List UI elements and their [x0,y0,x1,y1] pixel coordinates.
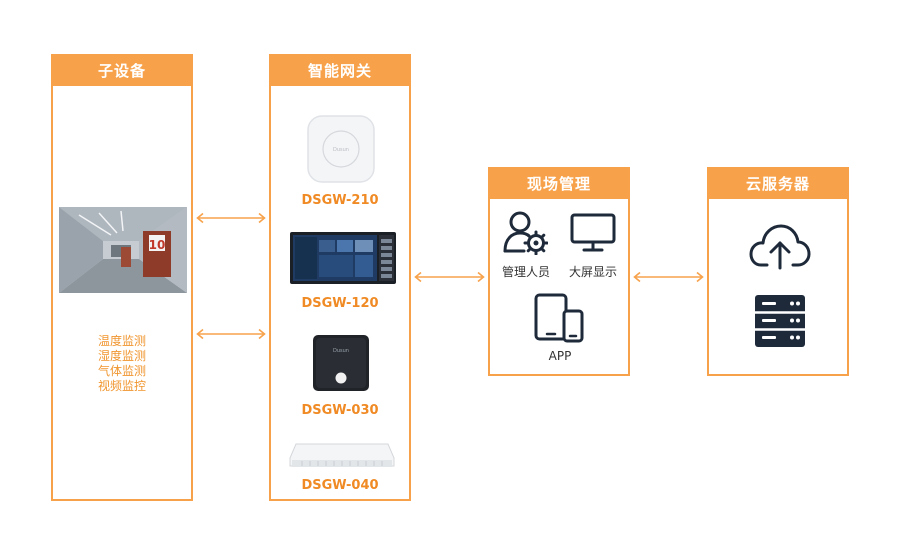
gateway-touchscreen-image [290,232,396,284]
gateway-hub-image: Dusun [307,115,375,183]
site-item-label: 管理人员 [501,265,550,279]
gateway-model-label: DSGW-040 [301,478,379,493]
cold-storage-photo: 10 [59,207,187,293]
site-management-title: 现场管理 [488,167,630,199]
gateway-panel: 智能网关 Dusun DSGW-210 DSGW-120 Dusun DSGW-… [269,54,411,501]
arrow-site-cloud [633,271,704,283]
arrow-subdevice-gateway-bottom [196,328,266,340]
monitor-item: 湿度监测 [97,349,146,363]
monitor-item: 视频监控 [97,379,146,393]
site-item-label: APP [548,349,572,363]
gateway-model-label: DSGW-120 [301,296,379,311]
monitor-list: 温度监测 湿度监测 气体监测 视频监控 [53,334,191,394]
monitor-item: 气体监测 [97,364,146,378]
mobile-devices-icon [534,293,584,343]
door-number: 10 [149,238,166,252]
box-brand: Dusun [333,348,349,354]
monitor-item: 温度监测 [97,334,146,348]
subdevices-panel: 子设备 10 温度监测 湿度监测 气体监测 视频监控 [51,54,193,501]
gateway-title: 智能网关 [269,54,411,86]
monitor-icon [570,213,616,252]
gateway-model-label: DSGW-030 [301,403,379,418]
gateway-black-box-image: Dusun [313,335,369,391]
arrow-gateway-site [414,271,485,283]
subdevices-title: 子设备 [51,54,193,86]
gateway-model-label: DSGW-210 [301,193,379,208]
server-rack-icon [755,295,805,347]
site-management-panel: 现场管理 管理人员 大屏显示 [488,167,630,376]
cloud-server-panel: 云服务器 [707,167,849,376]
hub-brand: Dusun [333,147,349,153]
gateway-router-image [289,443,395,467]
user-gear-icon [503,211,548,255]
cloud-server-title: 云服务器 [707,167,849,199]
site-item-label: 大屏显示 [568,265,617,279]
arrow-subdevice-gateway-top [196,212,266,224]
cloud-upload-icon [749,224,811,270]
